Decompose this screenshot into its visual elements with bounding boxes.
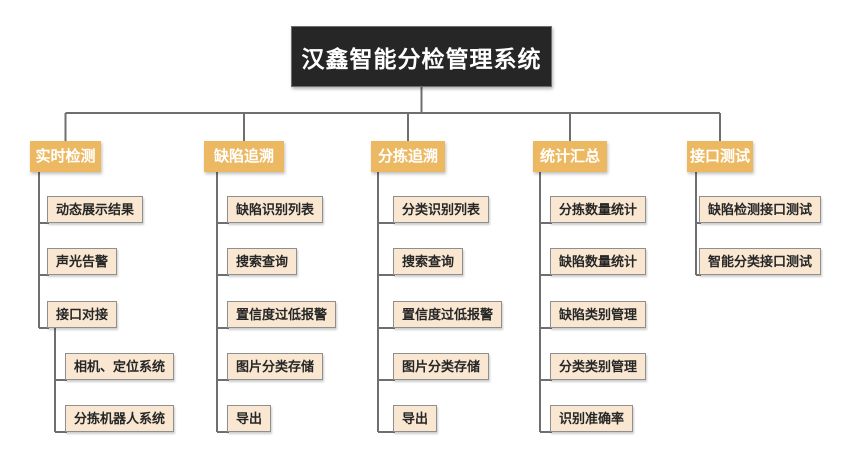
child-node[interactable]: 置信度过低报警: [227, 301, 337, 328]
child-node[interactable]: 智能分类接口测试: [699, 248, 822, 275]
child-node[interactable]: 相机、定位系统: [65, 353, 175, 380]
child-node[interactable]: 识别准确率: [550, 405, 634, 432]
child-node[interactable]: 分类识别列表: [393, 196, 490, 223]
child-node[interactable]: 缺陷识别列表: [227, 196, 324, 223]
child-node[interactable]: 置信度过低报警: [393, 301, 503, 328]
branch-node[interactable]: 缺陷追溯: [204, 141, 284, 172]
child-node[interactable]: 分拣机器人系统: [65, 405, 175, 432]
child-node[interactable]: 声光告警: [47, 248, 118, 275]
child-node[interactable]: 图片分类存储: [227, 353, 324, 380]
child-node[interactable]: 导出: [393, 405, 438, 432]
child-node[interactable]: 缺陷类别管理: [550, 301, 647, 328]
branch-node[interactable]: 统计汇总: [533, 141, 607, 172]
child-node[interactable]: 图片分类存储: [393, 353, 490, 380]
child-node[interactable]: 搜索查询: [227, 248, 298, 275]
child-node[interactable]: 接口对接: [47, 301, 118, 328]
branch-node[interactable]: 分拣追溯: [371, 141, 445, 172]
child-node[interactable]: 缺陷数量统计: [550, 248, 647, 275]
child-node[interactable]: 分类类别管理: [550, 353, 647, 380]
child-node[interactable]: 搜索查询: [393, 248, 464, 275]
child-node[interactable]: 分拣数量统计: [550, 196, 647, 223]
root-node[interactable]: 汉鑫智能分检管理系统: [291, 26, 552, 87]
branch-node[interactable]: 接口测试: [687, 141, 753, 172]
branch-node[interactable]: 实时检测: [30, 141, 101, 172]
child-node[interactable]: 缺陷检测接口测试: [699, 196, 822, 223]
child-node[interactable]: 动态展示结果: [47, 196, 144, 223]
child-node[interactable]: 导出: [227, 405, 272, 432]
